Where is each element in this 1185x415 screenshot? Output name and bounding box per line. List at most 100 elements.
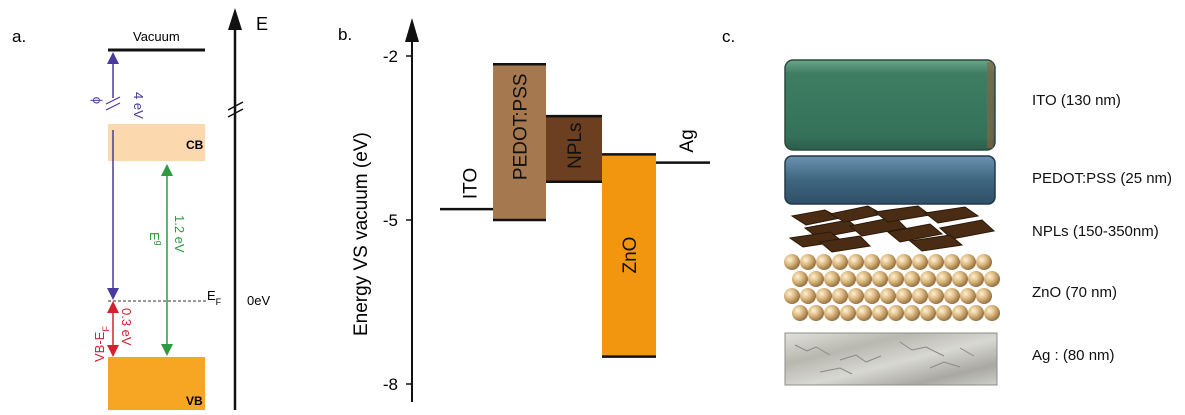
vacuum-label: Vacuum <box>133 29 180 44</box>
ag-layer <box>784 332 998 386</box>
zno-nanoparticle <box>856 305 872 321</box>
panel-a-diagram: a. Vacuum CB VB EF 0eV ϕ 4 eV 1.2 eV Eg … <box>12 8 270 410</box>
zno-nanoparticle <box>864 254 880 270</box>
zno-nanoparticle <box>976 288 992 304</box>
zno-nanoparticle <box>936 305 952 321</box>
vb-ef-label: VB-EF <box>92 326 111 362</box>
device-stack-illustration: c. <box>722 27 1000 386</box>
zno-nanoparticle <box>896 254 912 270</box>
ag-label: Ag : (80 nm) <box>1032 347 1115 364</box>
zno-nanoparticle <box>864 288 880 304</box>
zno-nanoparticle <box>824 271 840 287</box>
band-gap-symbol: Eg <box>147 232 164 246</box>
panel-a: a. Vacuum CB VB EF 0eV ϕ 4 eV 1.2 eV Eg … <box>0 0 300 410</box>
zno-nanoparticle <box>872 305 888 321</box>
zno-nanoparticle <box>936 271 952 287</box>
zno-nanoparticle <box>952 305 968 321</box>
axis-break-mark <box>227 101 244 118</box>
npls-layer <box>788 205 996 253</box>
zno-label: ZnO <box>620 237 641 274</box>
cb-label: CB <box>186 138 204 152</box>
ito-layer-edge <box>987 62 993 148</box>
zno-nanoparticle <box>928 288 944 304</box>
zno-nanoparticle <box>976 254 992 270</box>
zno-nanoparticle <box>792 305 808 321</box>
zno-nanoparticle <box>944 254 960 270</box>
vb-label: VB <box>186 394 203 408</box>
zno-layer <box>784 254 1000 321</box>
zno-nanoparticle <box>984 271 1000 287</box>
zno-nanoparticle <box>904 271 920 287</box>
zno-nanoparticle <box>928 254 944 270</box>
zno-nanoparticle <box>832 288 848 304</box>
pedotpss-label: PEDOT:PSS <box>511 73 532 180</box>
zno-nanoparticle <box>968 305 984 321</box>
npls-label: NPLs (150-350nm) <box>1032 223 1159 240</box>
y-tick-label: -2 <box>383 47 398 66</box>
vb-ef-value: 0.3 eV <box>119 308 134 346</box>
zno-nanoparticle <box>840 271 856 287</box>
panel-c-letter: c. <box>722 27 735 46</box>
zno-nanoparticle <box>784 254 800 270</box>
band-gap-value: 1.2 eV <box>172 215 187 253</box>
zno-nanoparticle <box>984 305 1000 321</box>
energy-axis-label: E <box>256 14 268 34</box>
zno-bar <box>602 154 656 357</box>
zno-nanoparticle <box>920 271 936 287</box>
zno-nanoparticle <box>824 305 840 321</box>
zno-nanoparticle <box>912 254 928 270</box>
panel-b: b. Energy VS vacuum (eV) -2 -5 -8 ITO PEDOT… <box>330 0 730 410</box>
pedot-layer <box>784 155 996 205</box>
zno-nanoparticle <box>880 254 896 270</box>
zno-nanoparticle <box>880 288 896 304</box>
cb-band <box>108 124 205 161</box>
panel-a-letter: a. <box>12 27 26 46</box>
zno-nanoparticle <box>912 288 928 304</box>
zno-nanoparticle <box>800 288 816 304</box>
zno-nanoparticle <box>832 254 848 270</box>
zno-nanoparticle <box>896 288 912 304</box>
zno-nanoparticle <box>792 271 808 287</box>
zno-nanoparticle <box>952 271 968 287</box>
zno-nanoparticle <box>816 254 832 270</box>
y-tick-label: -5 <box>383 211 398 230</box>
zno-nanoparticle <box>960 288 976 304</box>
energy-axis-arrowhead <box>228 8 242 30</box>
zno-nanoparticle <box>808 305 824 321</box>
zno-nanoparticle <box>848 288 864 304</box>
ito-label: ITO (130 nm) <box>1032 92 1121 109</box>
npls-bar <box>546 116 602 182</box>
zno-nanoparticle <box>808 271 824 287</box>
ito-label: ITO <box>461 168 482 199</box>
axis-break-mark-phi <box>105 96 121 111</box>
zno-nanoparticle <box>888 305 904 321</box>
fermi-label: EF <box>207 288 222 307</box>
energy-level-chart: b. Energy VS vacuum (eV) -2 -5 -8 ITO PEDOT… <box>338 18 710 402</box>
phi-symbol: ϕ <box>88 97 103 104</box>
zno-nanoparticle <box>816 288 832 304</box>
zno-nanoparticle <box>920 305 936 321</box>
zno-nanoparticle <box>848 254 864 270</box>
panel-b-letter: b. <box>338 25 352 44</box>
zno-nanoparticle <box>904 305 920 321</box>
ito-layer <box>784 59 996 151</box>
ag-label: Ag <box>677 129 698 152</box>
zno-nanoparticle <box>872 271 888 287</box>
phi-value: 4 eV <box>131 92 146 119</box>
y-axis-arrowhead <box>405 18 419 42</box>
panel-c: c. ITO (130 nm) PEDOT:PSS (25 nm) NPLs (… <box>700 0 1185 410</box>
zno-nanoparticle <box>888 271 904 287</box>
zero-ev-label: 0eV <box>247 293 270 308</box>
zno-nanoparticle <box>968 271 984 287</box>
npls-label: NPLs <box>565 122 586 168</box>
vb-band <box>108 357 205 410</box>
zno-nanoparticle <box>960 254 976 270</box>
zno-nanoparticle <box>856 271 872 287</box>
zno-nanoparticle <box>800 254 816 270</box>
pedot-label: PEDOT:PSS (25 nm) <box>1032 170 1173 187</box>
ag-texture <box>794 341 975 375</box>
y-axis-label: Energy VS vacuum (eV) <box>351 132 372 336</box>
y-tick-label: -8 <box>383 375 398 394</box>
zno-nanoparticle <box>784 288 800 304</box>
pedotpss-bar <box>493 64 546 220</box>
